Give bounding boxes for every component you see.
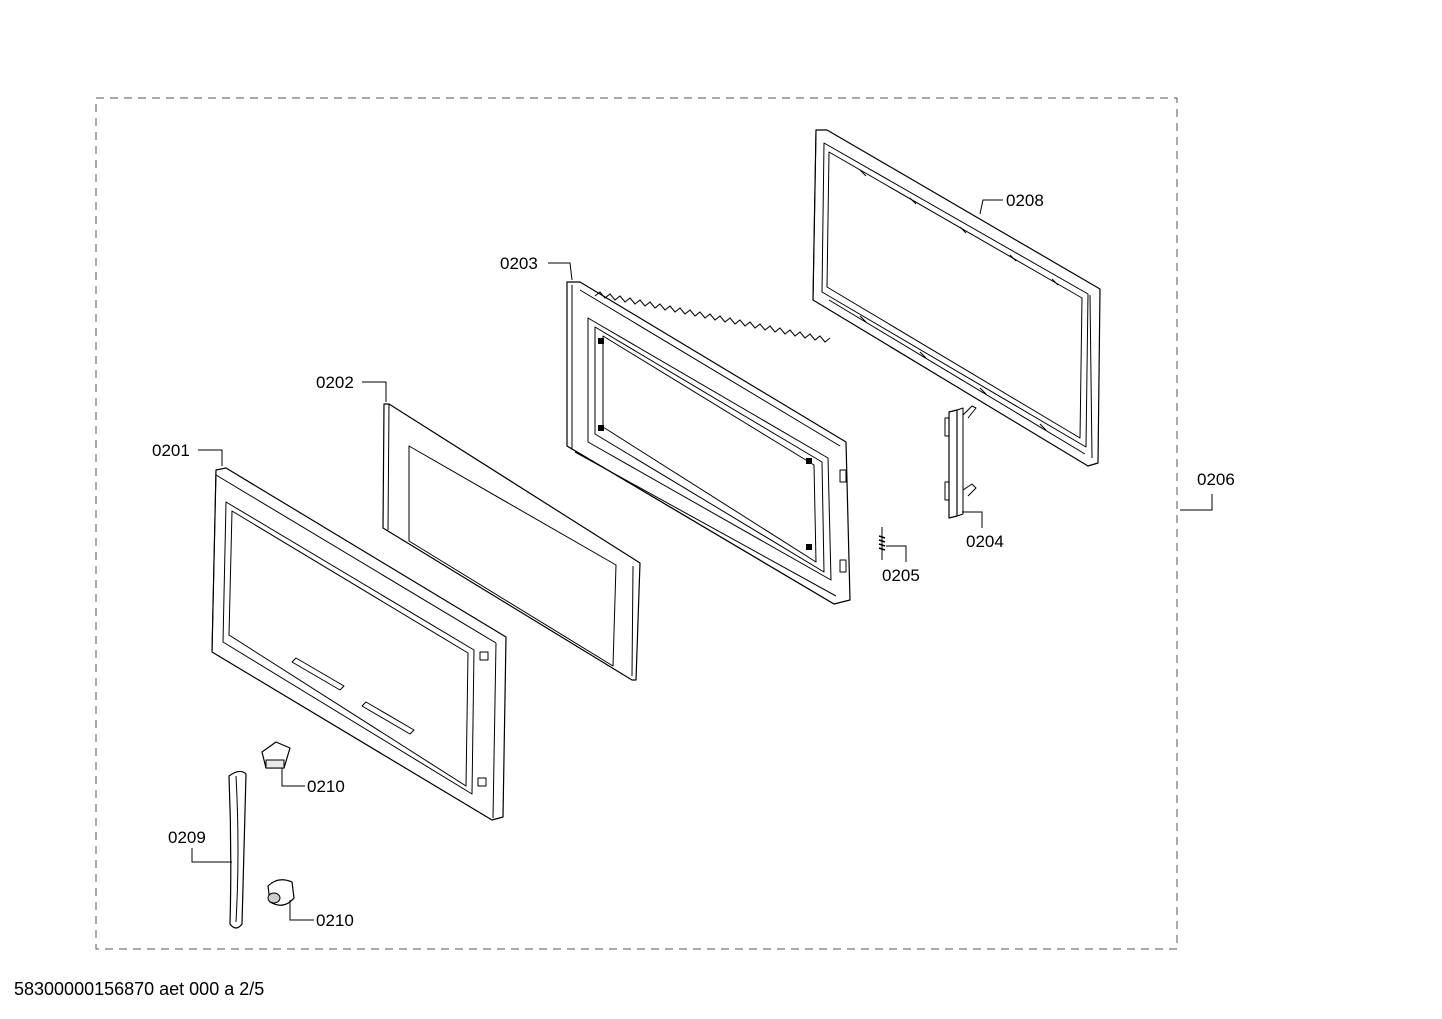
label-0202: 0202 [316,373,354,392]
part-0203-inner-door-frame[interactable] [566,281,851,605]
part-0208-rear-frame[interactable] [812,129,1101,467]
leader-0209 [191,848,232,863]
part-0204-latch-bracket[interactable] [944,405,977,519]
part-0205-spring[interactable] [878,527,886,560]
label-0210-upper: 0210 [307,777,345,796]
part-0202-glass-pane[interactable] [382,403,641,681]
label-0210-lower: 0210 [316,911,354,930]
part-0201-outer-door-frame[interactable] [211,467,507,821]
leader-0206 [1180,494,1213,511]
part-0210-upper-end-cap[interactable] [261,741,291,769]
label-0208: 0208 [1006,191,1044,210]
label-0206: 0206 [1197,470,1235,489]
label-0203: 0203 [500,254,538,273]
label-0204: 0204 [966,532,1004,551]
part-0210-lower-end-cap[interactable] [267,879,295,906]
leader-0210-lower [289,900,314,921]
leader-0210-upper [281,768,305,787]
label-0205: 0205 [882,566,920,585]
label-0209: 0209 [168,828,206,847]
leader-0201 [198,449,223,466]
label-0201: 0201 [152,441,190,460]
leader-0205 [886,545,907,562]
leader-0204 [962,511,983,528]
leader-0203 [548,262,573,281]
part-0209-handle[interactable] [228,770,247,929]
leader-0208 [979,199,1003,215]
leader-0202 [362,381,387,402]
document-id-footer: 58300000156870 aet 000 a 2/5 [14,979,265,999]
